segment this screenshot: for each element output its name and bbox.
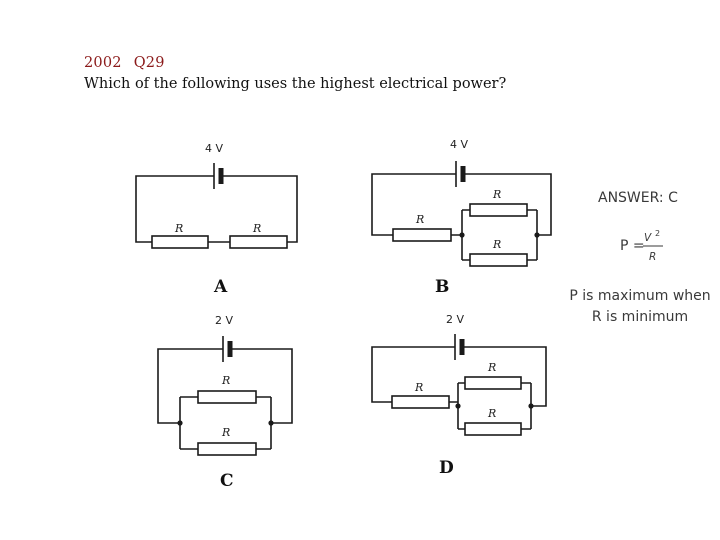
circuit-b-voltage: 4 V [450,138,468,151]
option-c-label: C [220,471,234,491]
circuit-c-voltage: 2 V [215,314,233,327]
circuit-d-parallel-resistor-2 [464,422,522,436]
answer-note-line-1: P is maximum when [569,288,710,304]
formula-numerator: V [644,232,652,244]
circuit-b: 4 V R R R B [371,138,552,297]
question-header: 2002 Q29 Which of the following uses the … [84,53,506,95]
formula-lhs: P = [620,238,645,254]
circuit-a-resistor-1-label: R [174,222,183,235]
circuit-a-resistor-2-label: R [252,222,261,235]
question-number: Q29 [133,55,165,71]
circuit-a-resistor-2 [229,235,288,249]
circuit-c: 2 V R R C [157,314,293,491]
circuit-c-junction-left [177,420,183,426]
circuit-d: 2 V R R R D [371,313,547,478]
circuit-b-parallel-2-label: R [492,238,501,251]
question-code: 2002 Q29 [84,53,506,74]
circuit-b-junction-left [459,232,465,238]
question-text: Which of the following uses the highest … [84,76,507,92]
circuit-d-parallel-2-label: R [487,407,496,420]
circuit-b-junction-right [534,232,540,238]
circuit-a-battery [213,163,224,189]
formula-exponent: 2 [655,229,660,238]
circuit-d-series-label: R [414,381,423,394]
answer-note-line-2: R is minimum [592,309,688,325]
circuit-b-wires [371,173,552,261]
circuit-d-voltage: 2 V [446,313,464,326]
circuit-b-parallel-resistor-1 [469,203,528,217]
circuit-c-resistor-2 [197,442,257,456]
circuit-d-parallel-resistor-1 [464,376,522,390]
circuit-a-voltage: 4 V [205,142,223,155]
option-b-label: B [435,277,449,297]
formula-denominator: R [649,251,656,263]
circuit-c-junction-right [268,420,274,426]
circuit-a: 4 V R R A [135,142,298,297]
circuit-c-resistor-1 [197,390,257,404]
answer-heading: ANSWER: C [598,190,678,206]
circuit-d-battery [454,334,465,360]
circuit-b-parallel-resistor-2 [469,253,528,267]
circuit-b-battery [455,161,466,187]
circuit-c-resistor-2-label: R [221,426,230,439]
question-year: 2002 [84,55,122,71]
circuit-c-resistor-1-label: R [221,374,230,387]
circuit-d-junction-left [455,403,461,409]
circuit-a-resistor-1 [151,235,209,249]
answer-panel: ANSWER: C P = V 2 R P is maximum when R … [569,190,710,325]
circuit-d-series-resistor [391,395,450,409]
option-a-label: A [213,277,228,297]
circuit-d-junction-right [528,403,534,409]
circuit-b-series-resistor [392,228,452,242]
circuit-b-parallel-1-label: R [492,188,501,201]
circuit-b-series-label: R [415,213,424,226]
circuit-c-battery [222,336,233,362]
circuit-a-wires [135,175,298,243]
circuit-d-parallel-1-label: R [487,361,496,374]
option-d-label: D [439,458,454,478]
